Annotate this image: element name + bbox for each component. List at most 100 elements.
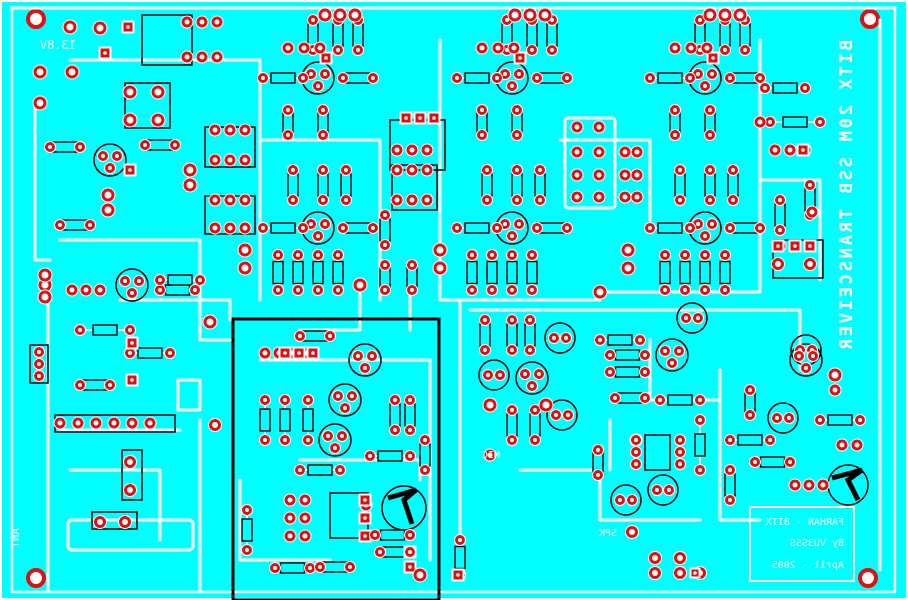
trimmer-outline bbox=[381, 485, 427, 531]
drill-hole bbox=[297, 351, 301, 355]
pad bbox=[640, 367, 650, 377]
pad bbox=[645, 73, 655, 83]
pad bbox=[700, 81, 710, 91]
pad bbox=[685, 42, 697, 54]
pad bbox=[538, 8, 552, 22]
resistor-body bbox=[340, 173, 352, 197]
pad bbox=[75, 380, 85, 390]
resistor-body bbox=[759, 456, 786, 468]
trace bbox=[518, 468, 702, 522]
pad bbox=[740, 45, 750, 55]
pad bbox=[195, 275, 205, 285]
pad bbox=[507, 315, 517, 325]
pad bbox=[701, 42, 713, 54]
pad bbox=[211, 51, 223, 63]
pad bbox=[123, 85, 137, 99]
trace bbox=[558, 138, 652, 222]
pad bbox=[190, 285, 200, 295]
pad bbox=[93, 21, 107, 35]
resistor-body bbox=[614, 349, 641, 361]
trace bbox=[438, 38, 602, 302]
resistor-body bbox=[270, 72, 296, 84]
svg-text:13.8V: 13.8V bbox=[40, 38, 76, 52]
pad bbox=[484, 449, 496, 461]
pad bbox=[527, 250, 537, 260]
pad bbox=[718, 8, 732, 22]
pad bbox=[94, 516, 106, 528]
drill-hole bbox=[130, 378, 134, 382]
mounting-holes bbox=[26, 9, 880, 588]
pad bbox=[532, 73, 542, 83]
resistor-body bbox=[674, 173, 686, 197]
pad bbox=[313, 285, 323, 295]
pad bbox=[380, 285, 390, 295]
svg-text:MIC: MIC bbox=[482, 450, 500, 461]
svg-text:BITX 20M SSB TRANSCEIVER: BITX 20M SSB TRANSCEIVER bbox=[837, 40, 857, 352]
resistor-body bbox=[614, 366, 641, 378]
pad bbox=[85, 220, 95, 230]
pad bbox=[785, 457, 795, 467]
pad bbox=[631, 169, 643, 181]
pad bbox=[675, 165, 685, 175]
pad bbox=[467, 285, 477, 295]
resistor-body bbox=[657, 222, 683, 234]
pad bbox=[298, 73, 308, 83]
pad bbox=[259, 347, 271, 359]
pad bbox=[700, 285, 710, 295]
resistor-body bbox=[774, 203, 786, 227]
resistor-body bbox=[317, 173, 329, 197]
pad bbox=[681, 313, 691, 323]
pad bbox=[391, 164, 403, 176]
pad bbox=[260, 395, 270, 405]
pad bbox=[280, 395, 290, 405]
pad bbox=[800, 83, 810, 93]
pad bbox=[112, 151, 122, 161]
pad bbox=[772, 258, 784, 270]
svg-text:April - 2005: April - 2005 bbox=[772, 560, 844, 571]
pad bbox=[769, 144, 781, 156]
trimmer-wiper bbox=[831, 467, 864, 502]
pad bbox=[405, 451, 415, 461]
pad bbox=[635, 335, 645, 345]
pad bbox=[124, 456, 136, 468]
pad bbox=[224, 222, 236, 234]
pad bbox=[703, 8, 717, 22]
pad bbox=[151, 113, 165, 127]
pad bbox=[55, 220, 65, 230]
pad bbox=[341, 165, 351, 175]
pad bbox=[224, 124, 236, 136]
pad bbox=[293, 285, 303, 295]
drill-hole bbox=[801, 148, 805, 152]
pad bbox=[631, 191, 643, 203]
pad bbox=[90, 417, 102, 429]
resistor-body bbox=[657, 72, 683, 84]
pad bbox=[530, 435, 540, 445]
pad bbox=[134, 276, 144, 286]
pad bbox=[674, 346, 684, 356]
pad bbox=[483, 370, 493, 380]
resistor-body bbox=[534, 173, 546, 197]
pad bbox=[492, 73, 502, 83]
pad bbox=[224, 194, 236, 206]
resistor-body bbox=[312, 260, 324, 285]
pad bbox=[530, 405, 540, 415]
pad bbox=[108, 417, 120, 429]
resistor-body bbox=[524, 323, 536, 347]
pad bbox=[467, 250, 477, 260]
pad bbox=[733, 8, 747, 22]
resistor-body bbox=[617, 392, 643, 404]
pad bbox=[593, 191, 605, 203]
resistor-body bbox=[506, 413, 518, 437]
pad bbox=[283, 105, 293, 115]
pad bbox=[754, 116, 766, 128]
pad bbox=[487, 285, 497, 295]
pad bbox=[512, 165, 522, 175]
resistor-body bbox=[732, 222, 758, 234]
pad bbox=[38, 268, 52, 282]
pad bbox=[707, 69, 717, 79]
pad bbox=[367, 351, 377, 361]
pad bbox=[390, 425, 400, 435]
pad bbox=[33, 65, 47, 79]
pad bbox=[335, 465, 345, 475]
